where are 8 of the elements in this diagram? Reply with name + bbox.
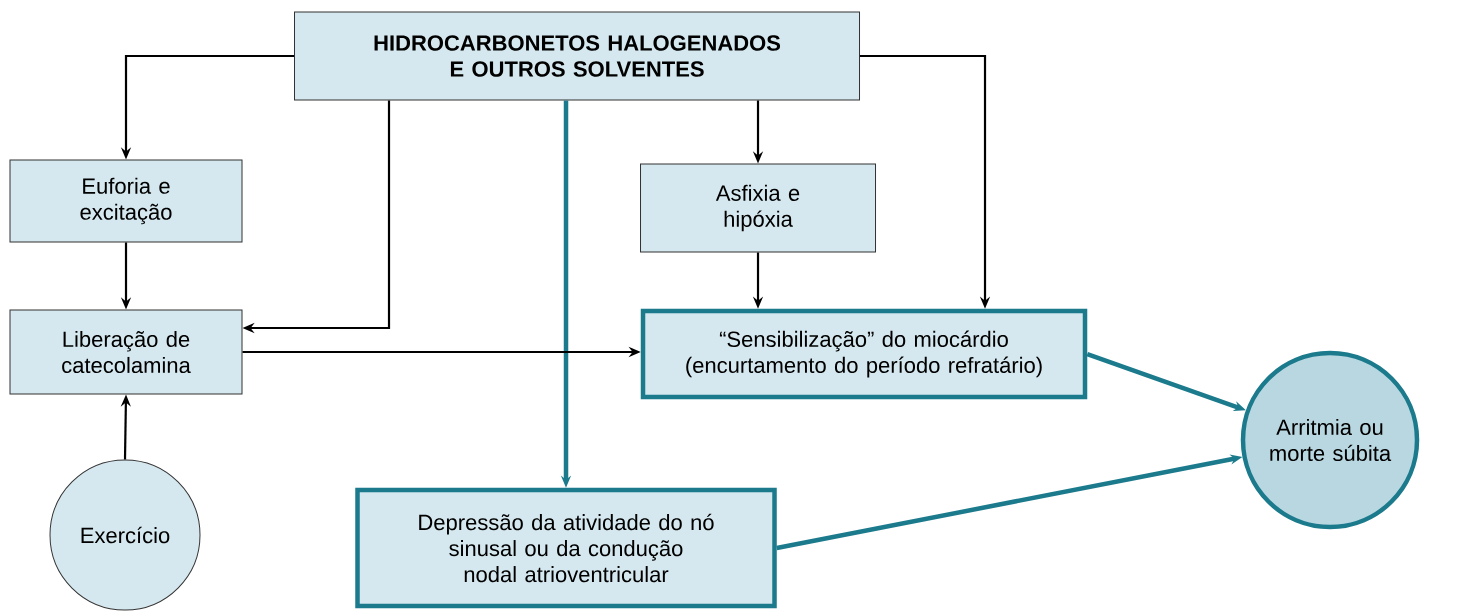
circle-node: Exercício — [49, 459, 201, 611]
circle-node: Arritmia ou morte súbita — [1240, 350, 1420, 530]
process-box: Euforia e excitação — [9, 159, 243, 243]
process-box: HIDROCARBONETOS HALOGENADOS E OUTROS SOLVENTES — [294, 11, 860, 101]
process-box: Depressão da atividade do nó sinusal ou da condução nodal atrioventricular — [355, 487, 777, 609]
process-box: Liberação de catecolamina — [9, 309, 243, 395]
process-box: “Sensibilização” do miocárdio (encurtamento do período refratário) — [640, 308, 1088, 400]
process-box: Asfixia e hipóxia — [640, 163, 876, 253]
